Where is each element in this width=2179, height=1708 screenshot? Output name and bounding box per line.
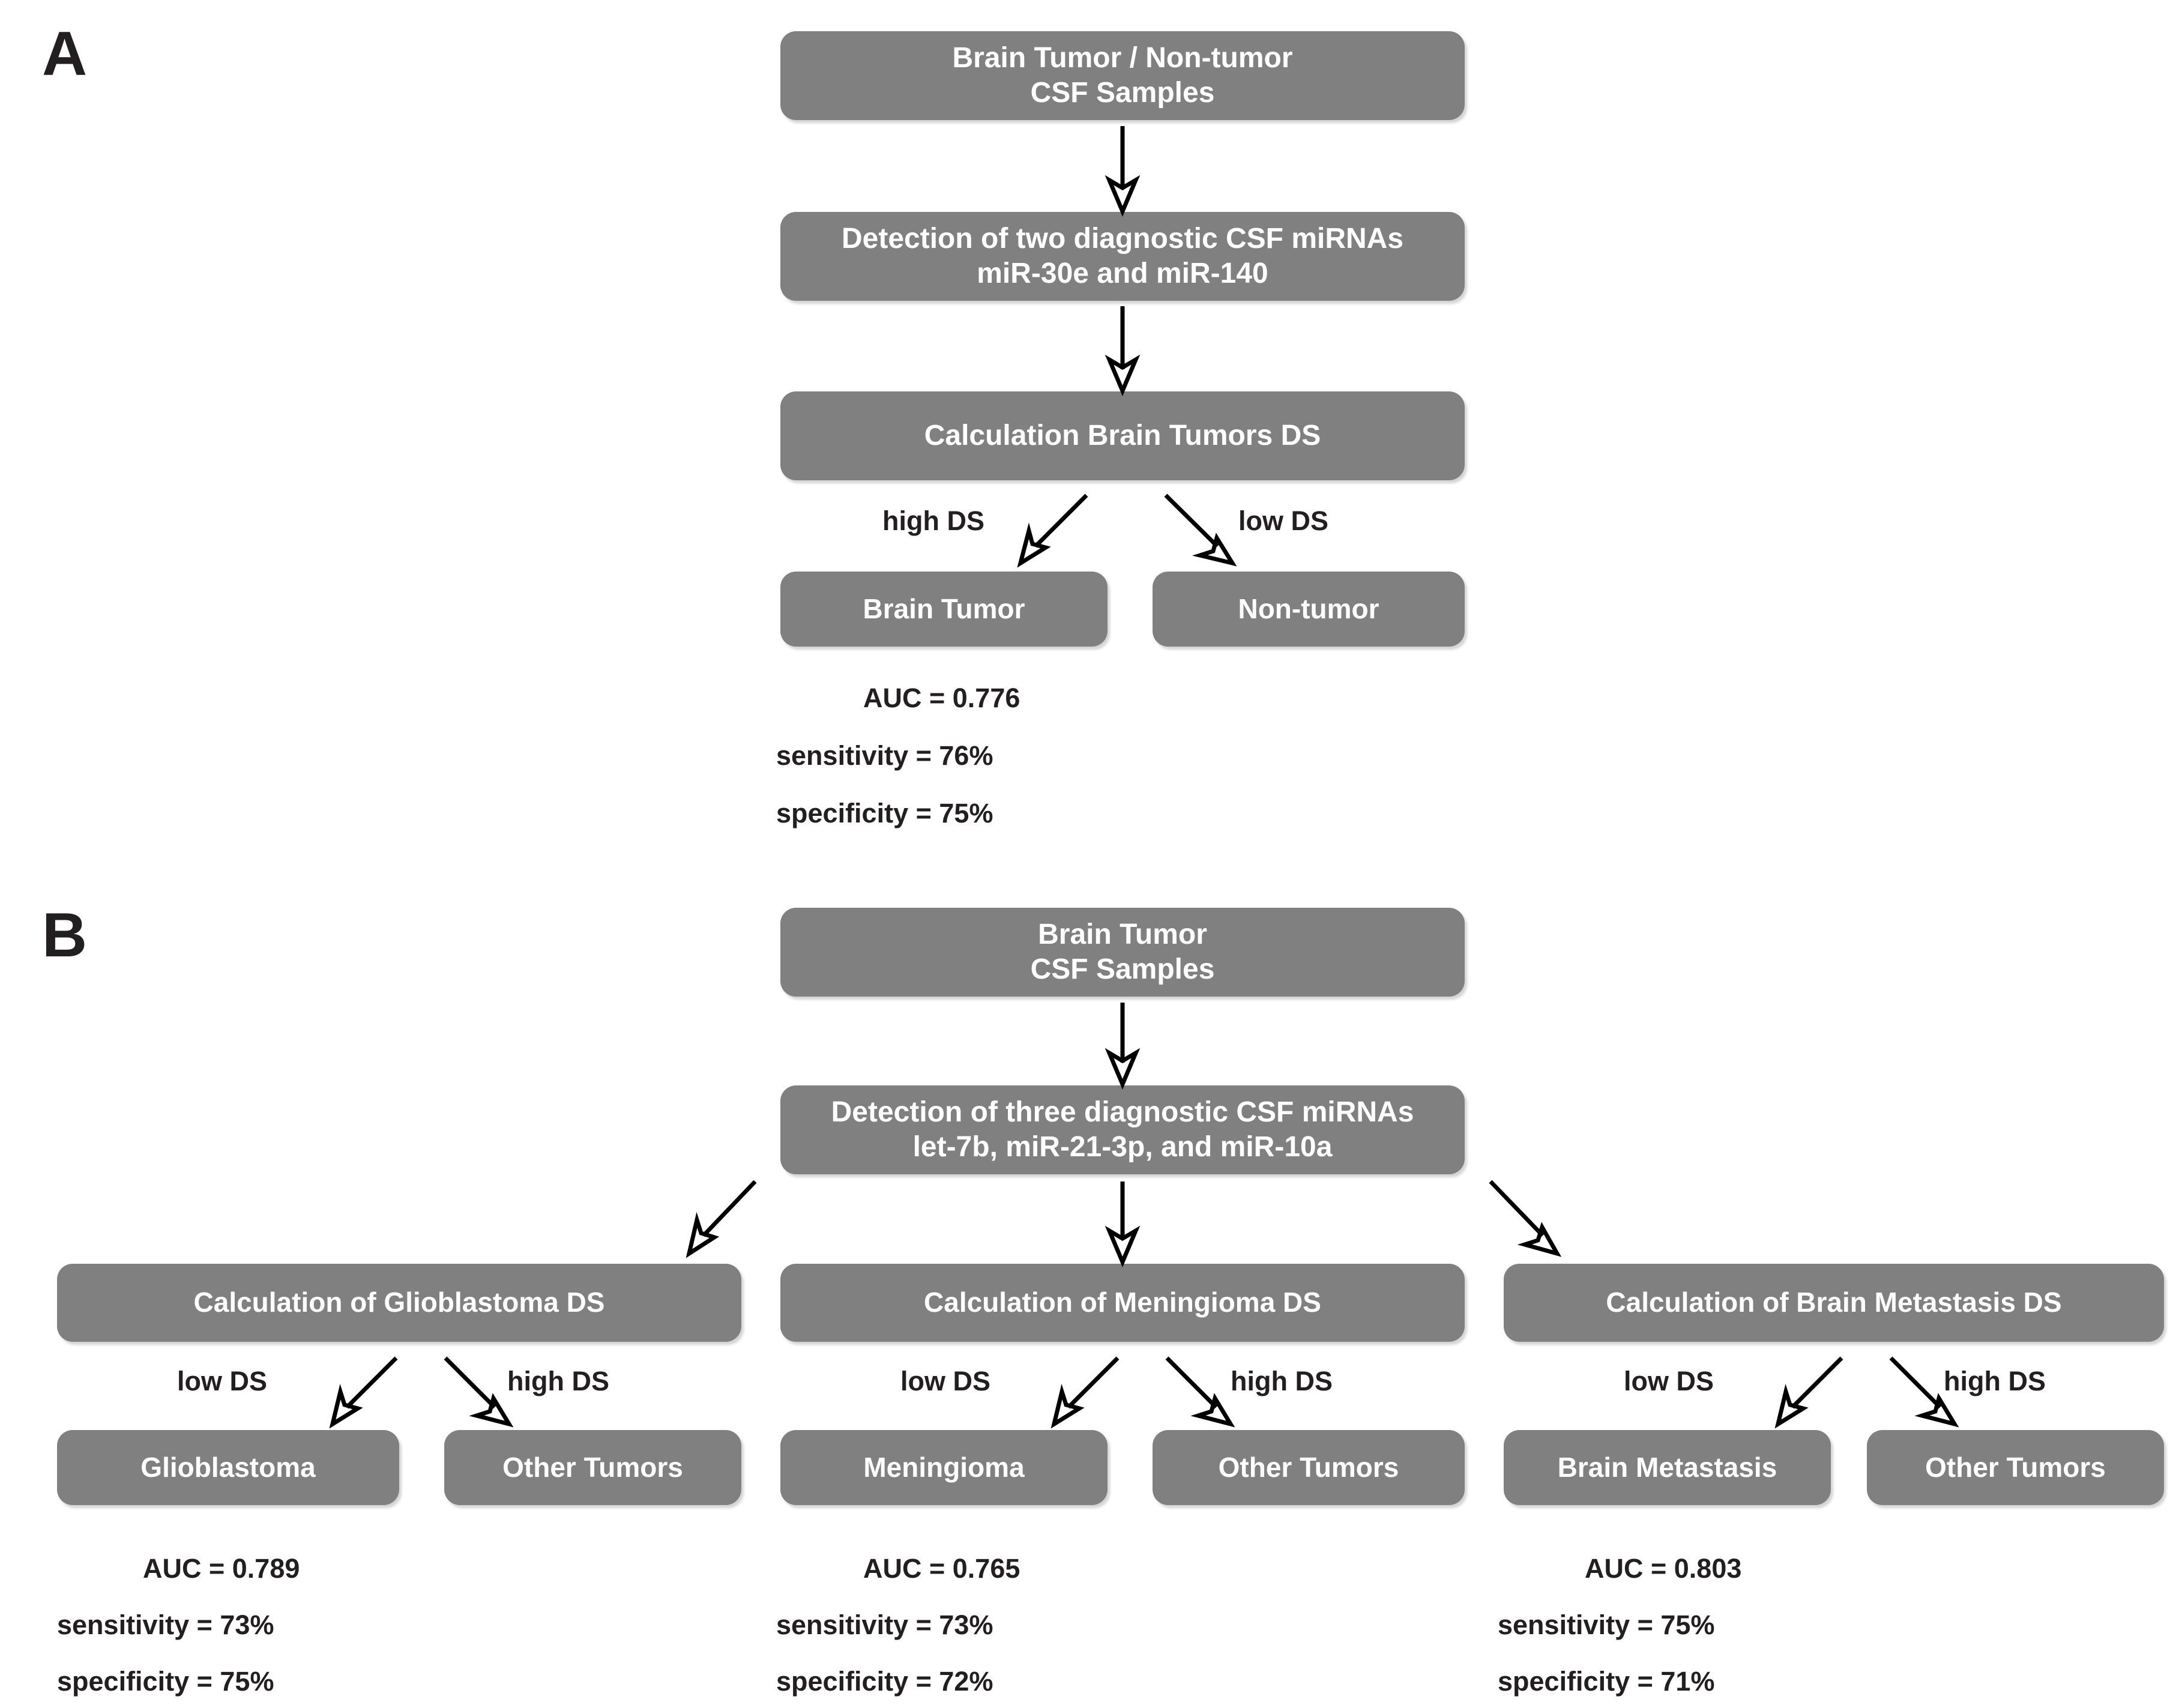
arrow-a-detection-to-calculation xyxy=(1105,306,1141,396)
arrow-b1-calc-to-other-tumors xyxy=(444,1356,514,1428)
branch-label-low-ds-brain-metastasis: low DS xyxy=(1624,1366,1714,1396)
branch-label-high-ds-meningioma: high DS xyxy=(1231,1366,1333,1396)
node-calculation-glioblastoma-ds: Calculation of Glioblastoma DS xyxy=(57,1264,741,1342)
node-result-glioblastoma: Glioblastoma xyxy=(57,1430,399,1505)
node-line-1: Other Tumors xyxy=(1925,1452,2106,1483)
arrow-a-calculation-to-brain-tumor xyxy=(1017,493,1088,568)
node-line-2: miR-30e and miR-140 xyxy=(977,258,1268,289)
branch-label-low-ds-meningioma: low DS xyxy=(900,1366,991,1396)
arrow-a-calculation-to-non-tumor xyxy=(1164,493,1237,567)
panel-label-a: A xyxy=(42,19,87,89)
arrow-b2-calc-to-other-tumors xyxy=(1165,1356,1235,1428)
node-result-other-tumors-glioblastoma: Other Tumors xyxy=(444,1430,741,1505)
node-result-other-tumors-brain-metastasis: Other Tumors xyxy=(1867,1430,2164,1505)
node-line-1: Calculation of Meningioma DS xyxy=(924,1287,1321,1318)
stat-sensitivity-glioblastoma: sensitivity = 73% xyxy=(57,1610,274,1640)
stat-sensitivity-brain-metastasis: sensitivity = 75% xyxy=(1498,1610,1715,1640)
stat-auc-brain-metastasis: AUC = 0.803 xyxy=(1585,1553,1742,1584)
panel-label-b: B xyxy=(42,901,87,970)
node-detection-three-mirnas: Detection of three diagnostic CSF miRNAs… xyxy=(780,1085,1465,1174)
arrow-b1-calc-to-glioblastoma xyxy=(329,1356,398,1429)
stat-specificity-glioblastoma: specificity = 75% xyxy=(57,1666,274,1697)
stat-specificity-brain-metastasis: specificity = 71% xyxy=(1498,1666,1715,1697)
arrow-b-detection-to-glioblastoma xyxy=(686,1180,757,1258)
node-line-1: Glioblastoma xyxy=(140,1452,316,1483)
node-line-2: let-7b, miR-21-3p, and miR-10a xyxy=(912,1131,1333,1163)
node-result-non-tumor: Non-tumor xyxy=(1153,572,1465,647)
arrow-b-detection-to-meningioma xyxy=(1105,1181,1141,1267)
node-result-other-tumors-meningioma: Other Tumors xyxy=(1153,1430,1465,1505)
node-result-meningioma: Meningioma xyxy=(780,1430,1108,1505)
node-calculation-brain-tumors-ds: Calculation Brain Tumors DS xyxy=(780,391,1465,480)
node-line-1: Calculation of Glioblastoma DS xyxy=(193,1287,605,1318)
stat-specificity-meningioma: specificity = 72% xyxy=(776,1666,993,1697)
stat-auc-glioblastoma: AUC = 0.789 xyxy=(143,1553,300,1584)
node-brain-tumor-nontumor-csf-samples: Brain Tumor / Non-tumor CSF Samples xyxy=(780,31,1465,120)
node-line-1: Detection of two diagnostic CSF miRNAs xyxy=(841,223,1404,255)
node-line-1: Non-tumor xyxy=(1238,593,1379,625)
arrow-b3-calc-to-brain-metastasis xyxy=(1774,1356,1843,1429)
branch-label-low-ds-a: low DS xyxy=(1238,505,1329,536)
arrow-b-detection-to-brain-metastasis xyxy=(1489,1180,1562,1257)
node-line-1: Calculation Brain Tumors DS xyxy=(924,420,1321,452)
arrow-b2-calc-to-meningioma xyxy=(1050,1356,1120,1429)
node-calculation-brain-metastasis-ds: Calculation of Brain Metastasis DS xyxy=(1504,1264,2164,1342)
node-line-1: Other Tumors xyxy=(502,1452,683,1483)
stat-specificity-a: specificity = 75% xyxy=(776,798,993,828)
branch-label-low-ds-glioblastoma: low DS xyxy=(177,1366,268,1396)
arrow-a-samples-to-detection xyxy=(1105,126,1141,217)
branch-label-high-ds-glioblastoma: high DS xyxy=(507,1366,609,1396)
node-line-1: Calculation of Brain Metastasis DS xyxy=(1606,1287,2062,1318)
stat-auc-a: AUC = 0.776 xyxy=(863,683,1020,713)
node-line-1: Meningioma xyxy=(863,1452,1025,1483)
node-line-1: Brain Tumor / Non-tumor xyxy=(952,42,1293,74)
node-line-2: CSF Samples xyxy=(1030,77,1215,109)
node-result-brain-metastasis: Brain Metastasis xyxy=(1504,1430,1831,1505)
node-calculation-meningioma-ds: Calculation of Meningioma DS xyxy=(780,1264,1465,1342)
node-line-1: Brain Tumor xyxy=(1038,919,1207,951)
node-line-1: Brain Tumor xyxy=(863,593,1025,625)
stat-sensitivity-a: sensitivity = 76% xyxy=(776,740,993,771)
branch-label-high-ds-a: high DS xyxy=(882,505,984,536)
node-result-brain-tumor: Brain Tumor xyxy=(780,572,1108,647)
node-line-1: Brain Metastasis xyxy=(1557,1452,1777,1483)
node-brain-tumor-csf-samples: Brain Tumor CSF Samples xyxy=(780,908,1465,997)
node-line-1: Other Tumors xyxy=(1218,1452,1399,1483)
node-line-2: CSF Samples xyxy=(1030,953,1215,985)
branch-label-high-ds-brain-metastasis: high DS xyxy=(1944,1366,2046,1396)
node-line-1: Detection of three diagnostic CSF miRNAs xyxy=(831,1096,1414,1129)
stat-sensitivity-meningioma: sensitivity = 73% xyxy=(776,1610,993,1640)
stat-auc-meningioma: AUC = 0.765 xyxy=(863,1553,1020,1584)
arrow-b-samples-to-detection xyxy=(1105,1003,1141,1090)
node-detection-two-mirnas: Detection of two diagnostic CSF miRNAs m… xyxy=(780,212,1465,301)
